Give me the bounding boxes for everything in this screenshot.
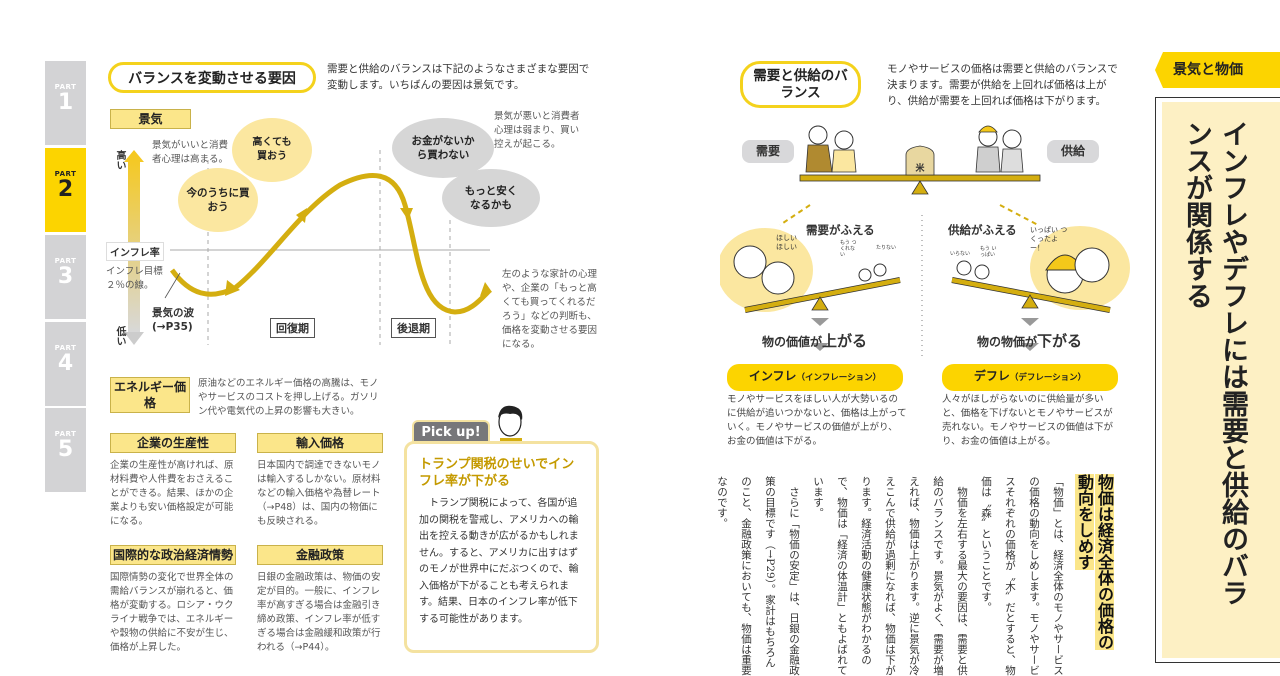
- part-number: 3: [57, 264, 74, 289]
- demand-person: [805, 144, 833, 173]
- part-label: PART: [54, 170, 77, 178]
- pickup-tab: Pick up!: [412, 420, 490, 442]
- factor-monetary-policy-text: 日銀の金融政策は、物価の安定が目的。一般に、インフレ率が高すぎる場合は金融引き締…: [257, 572, 381, 653]
- bubble-want: ほしい ほしい: [776, 234, 797, 251]
- factor-geopolitics-text: 国際情勢の変化で世界全体の需給バランスが崩れると、価格が変動する。ロシア・ウクラ…: [110, 572, 234, 653]
- part-number: 4: [57, 351, 74, 376]
- factor-monetary-policy-title: 金融政策: [257, 545, 383, 565]
- column-title: 物価は経済全体の価格の動向をしめす: [1074, 474, 1114, 664]
- section-intro: 需要と供給のバランスは下記のようなさまざまな要因で変動します。いちばんの要因は景…: [327, 63, 590, 91]
- column-body: 「物価」とは、経済全体のモノやサービスの価格の動向をしめします。モノやサービスそ…: [716, 476, 1064, 676]
- axis-low-label: 低い: [114, 326, 125, 346]
- bubble-made-lots: いっぱい つくったよー！: [1030, 226, 1068, 252]
- thought-cloud-buy-anyway: 高くても買おう: [236, 122, 308, 178]
- part-label: PART: [54, 257, 77, 265]
- page-title: インフレやデフレには需要と供給のバランスが関係する: [1181, 120, 1248, 606]
- seesaw-illustration: [720, 125, 1130, 360]
- inflation-label: インフレ: [748, 369, 797, 383]
- part-label: PART: [54, 83, 77, 91]
- part-number: 1: [57, 90, 74, 115]
- result-emphasis: 下がる: [1037, 332, 1083, 350]
- household-psychology-note: 左のような家計の心理や、企業の「もっと高くても買ってくれるだろう」などの判断も、…: [502, 269, 598, 350]
- thought-cloud-no-money: お金がないから買わない: [396, 122, 490, 174]
- good-economy-note: 景気がいいと消費者心理は高まる。: [152, 140, 229, 165]
- supply-increase-label: 供給がふえる: [948, 223, 1017, 237]
- column-title-text: 物価は経済全体の価格の動向をしめす: [1075, 474, 1114, 650]
- factor-productivity-title: 企業の生産性: [110, 433, 236, 453]
- result-emphasis: 上がる: [822, 332, 868, 350]
- section-heading: バランスを変動させる要因: [108, 62, 316, 93]
- inflation-pill: インフレ（インフレーション）: [727, 364, 903, 391]
- page-title-box: インフレやデフレには需要と供給のバランスが関係する: [1155, 97, 1280, 663]
- rice-bag-icon: [905, 145, 935, 176]
- factor-import-price-title: 輸入価格: [257, 433, 383, 453]
- rice-label: 米: [915, 164, 925, 174]
- supply-label: 供給: [1047, 140, 1099, 163]
- factor-productivity-text: 企業の生産性が高ければ、原材料費や人件費をおさえることができる。結果、ほかの企業…: [110, 460, 234, 527]
- energy-price-text: 原油などのエネルギー価格の高騰は、モノやサービスのコストを押し上げる。ガソリン代…: [198, 378, 379, 417]
- inflation-description: モノやサービスをほしい人が大勢いるのに供給が追いつかないと、価格は上がっていく。…: [727, 394, 907, 447]
- thought-cloud-buy-now: 今のうちに買おう: [182, 172, 254, 228]
- bad-economy-note: 景気が悪いと消費者心理は弱まり、買い控えが起こる。: [494, 111, 580, 150]
- top-seesaw-bar: [799, 174, 1041, 182]
- pickup-body: トランプ関税によって、各国が追加の関税を警戒し、アメリカへの輸出を控える動きが広…: [419, 498, 579, 625]
- bubble-cant-make: もう つくれない: [840, 240, 857, 258]
- axis-down-arrow: [124, 332, 144, 345]
- supply-person: [1000, 148, 1024, 173]
- wave-label-text: 景気の波: [152, 307, 194, 319]
- bubble-dont-need: いらない: [950, 251, 971, 257]
- supply-demand-heading: 需要と供給のバランス: [740, 61, 861, 108]
- deflation-label: デフレ: [973, 369, 1010, 383]
- part-label: PART: [54, 430, 77, 438]
- bubble-few: たりない: [876, 245, 897, 251]
- factor-import-price-text: 日本国内で調達できないモノは輸入するしかない。原材料などの輸入価格や為替レート（…: [257, 460, 381, 527]
- inflation-rate-label: インフレ率: [106, 242, 164, 261]
- inflation-target-note: インフレ目標２％の線。: [106, 266, 163, 291]
- demand-person: [831, 149, 857, 173]
- pickup-title: トランプ関税のせいでインフレ率が下がる: [419, 457, 575, 489]
- axis-high-label: 高い: [114, 150, 125, 170]
- demand-increase-label: 需要がふえる: [806, 223, 875, 237]
- bubble-enough: もう いっぱい: [980, 246, 997, 258]
- part-number: 2: [57, 177, 74, 202]
- result-text: 物の価値が: [762, 335, 823, 349]
- economy-wave-diagram: [124, 150, 492, 345]
- factor-geopolitics-title: 国際的な政治経済情勢: [110, 545, 236, 565]
- part-label: PART: [54, 344, 77, 352]
- section-tab: 景気と物価: [1155, 52, 1280, 88]
- supply-person: [975, 146, 1001, 173]
- recession-phase-label: 後退期: [391, 318, 436, 338]
- deflation-pill: デフレ（デフレーション）: [942, 364, 1118, 391]
- demand-label: 需要: [742, 140, 794, 163]
- energy-price-label: エネルギー価格: [110, 377, 190, 413]
- part-number: 5: [57, 437, 74, 462]
- result-text: 物の物価が: [977, 335, 1038, 349]
- wave-page-ref[interactable]: (→P35): [152, 321, 193, 333]
- deflation-description: 人々がほしがらないのに供給量が多いと、価格を下げないとモノやサービスが売れない。…: [942, 394, 1114, 447]
- axis-up-arrow: [124, 150, 144, 332]
- economic-wave-label: 景気の波 (→P35): [152, 306, 194, 334]
- deflation-result: 物の物価が下がる: [977, 330, 1082, 351]
- supply-demand-intro: モノやサービスの価格は需要と供給のバランスで決まります。需要が供給を上回れば価格…: [887, 63, 1118, 107]
- deflation-sub: （デフレーション）: [1009, 373, 1087, 383]
- inflation-result: 物の価値が上がる: [762, 330, 867, 351]
- keiki-label: 景気: [110, 109, 191, 129]
- pickup-box: トランプ関税のせいでインフレ率が下がる トランプ関税によって、各国が追加の関税を…: [404, 441, 599, 653]
- inflation-sub: （インフレーション）: [796, 373, 882, 383]
- recovery-phase-label: 回復期: [270, 318, 315, 338]
- thought-cloud-cheaper: もっと安くなるかも: [446, 173, 536, 223]
